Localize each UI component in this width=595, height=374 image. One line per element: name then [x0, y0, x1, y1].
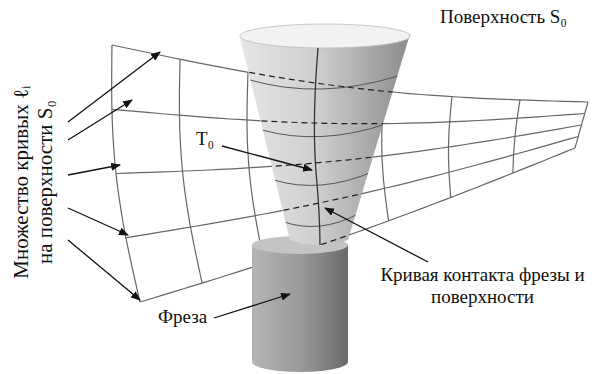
cutter-cylinder	[252, 236, 348, 372]
surface-label: Поверхность S₀	[440, 6, 590, 28]
curves-label: Множество кривых ℓᵢ на поверхности S₀	[9, 76, 57, 288]
cutter-cone	[112, 24, 588, 302]
contact-curve-label: Кривая контакта фрезы и поверхности	[380, 264, 585, 308]
point-label: T₀	[194, 128, 216, 150]
leader-arrows	[68, 52, 428, 318]
cutter-label: Фреза	[156, 306, 209, 328]
